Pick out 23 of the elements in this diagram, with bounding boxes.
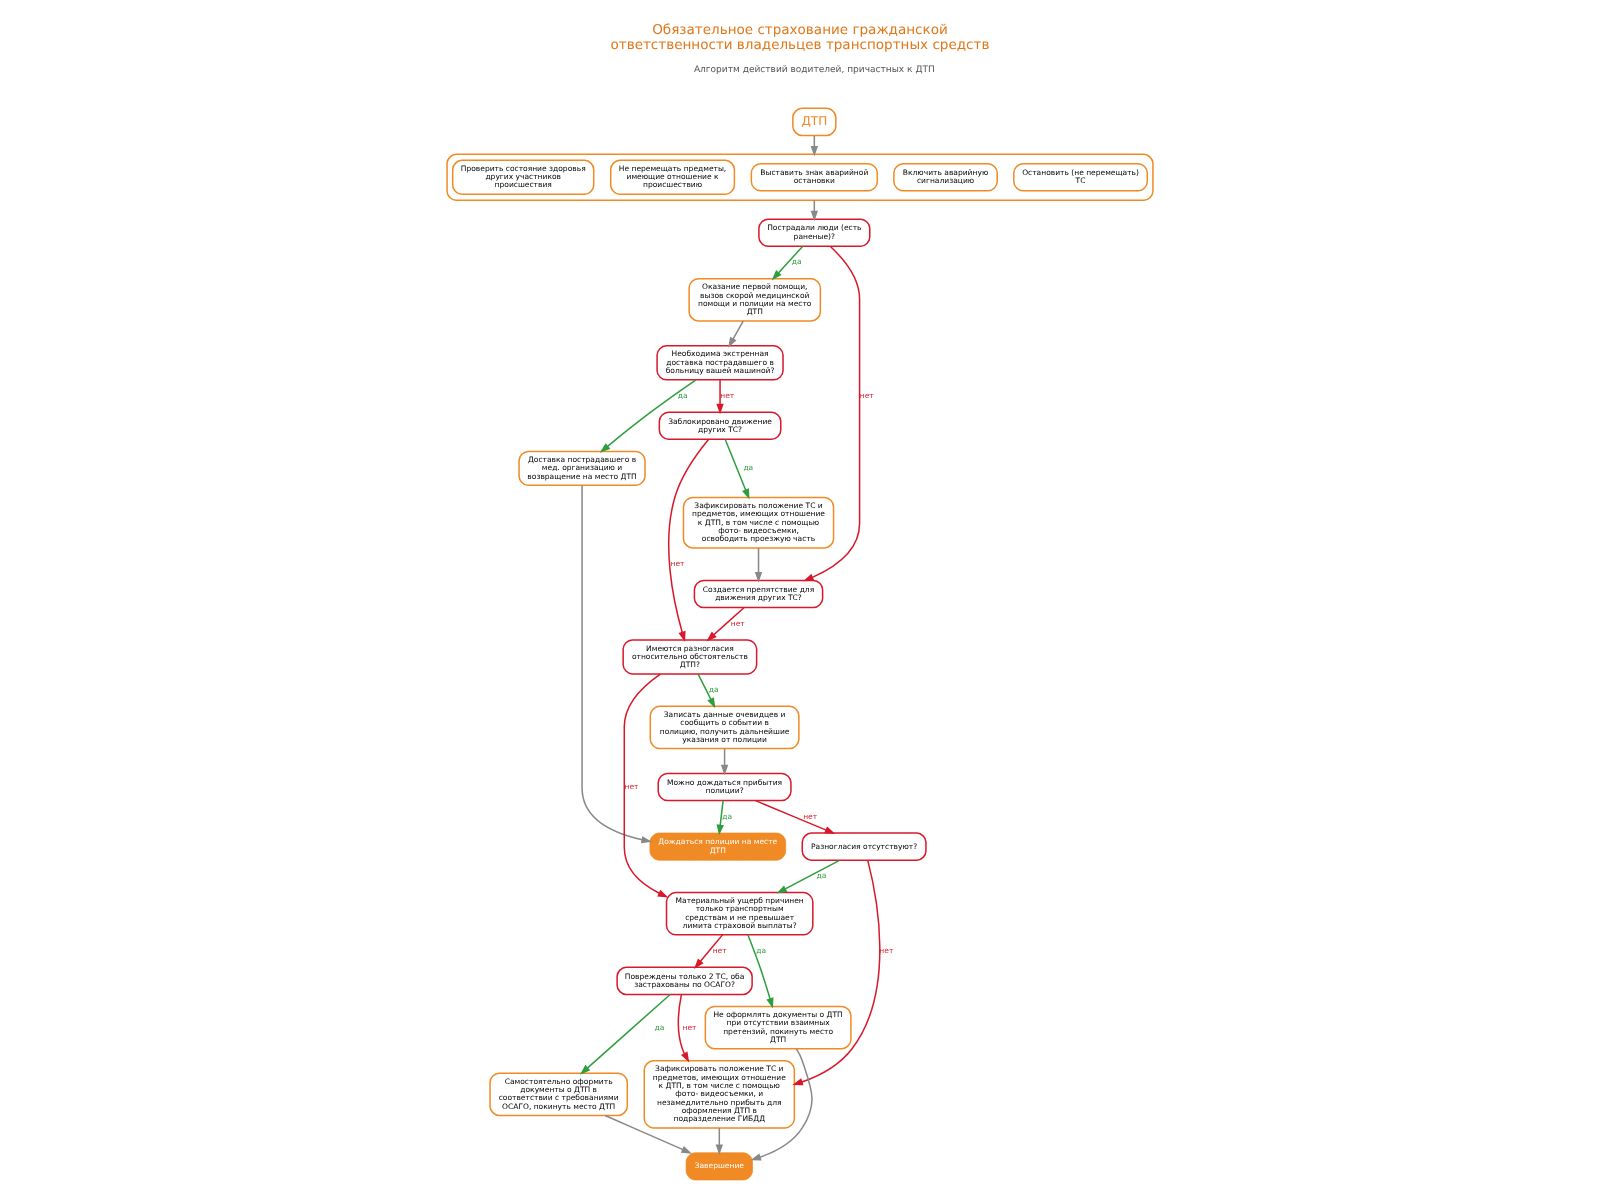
arrow xyxy=(623,673,669,898)
arrow xyxy=(579,993,671,1075)
arrow xyxy=(667,438,710,642)
cluster xyxy=(446,153,1154,202)
arrow xyxy=(754,547,763,583)
arrow xyxy=(697,673,716,709)
arrow xyxy=(728,320,744,348)
arrow xyxy=(694,934,724,969)
arrow xyxy=(750,1048,813,1161)
arrow xyxy=(747,934,774,1009)
arrow xyxy=(716,379,724,415)
arrow xyxy=(754,799,836,834)
arrow xyxy=(771,245,804,281)
arrow xyxy=(581,484,652,844)
arrow xyxy=(803,245,861,582)
arrow xyxy=(599,379,697,453)
arrow xyxy=(776,859,841,894)
arrow xyxy=(716,799,724,836)
arrow xyxy=(792,859,881,1086)
arrow xyxy=(724,438,750,500)
arrow xyxy=(706,607,745,642)
arrow xyxy=(677,993,690,1063)
arrow xyxy=(604,1114,692,1154)
